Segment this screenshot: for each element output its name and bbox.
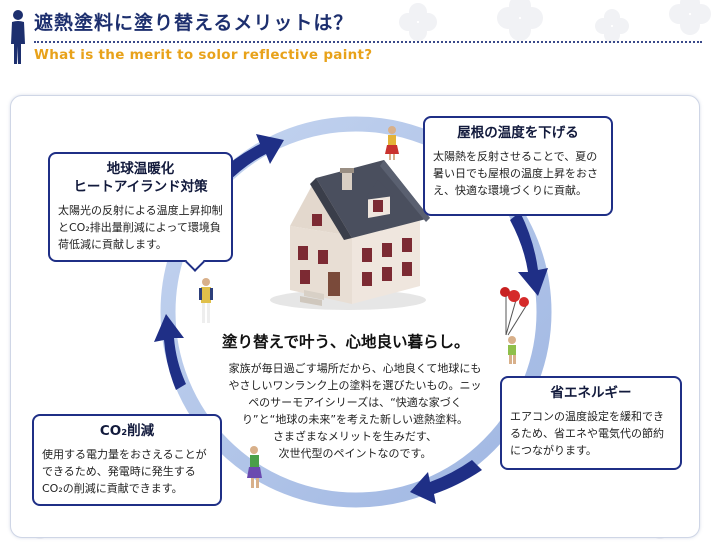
person-balloons-icon xyxy=(500,287,529,364)
house-icon xyxy=(270,160,430,310)
page-title: 遮熱塗料に塗り替えるメリットは？ xyxy=(34,12,354,34)
page-subtitle: What is the merit to solor reflective pa… xyxy=(34,47,373,63)
center-description: 家族が毎日過ごす場所だから、心地良くて地球にも やさしいワンランク上の塗料を選び… xyxy=(210,360,500,462)
center-heading: 塗り替えで叶う、心地良い暮らし。 xyxy=(222,333,470,351)
box-co2-reduction-text: 使用する電力量をおさえることができるため、発電時に発生するCO₂の削減に貢献でき… xyxy=(42,448,207,495)
box-roof-temperature-title: 屋根の温度を下げる xyxy=(457,125,579,141)
box-energy-saving-text: エアコンの温度設定を緩和できるため、省エネや電気代の節約につながります。 xyxy=(510,410,664,457)
center-line: ペのサーモアイシリーズは、“快適な家づく xyxy=(248,396,462,409)
center-line: 家族が毎日過ごす場所だから、心地良くて地球にも xyxy=(228,362,482,375)
arrow-left-icon xyxy=(154,314,186,390)
box-energy-saving-title: 省エネルギー xyxy=(550,385,632,401)
center-line: さまざまなメリットを生みだす、 xyxy=(272,430,438,443)
box-roof-temperature-text: 太陽熱を反射させることで、夏の暑い日でも屋根の温度上昇をおさえ、快適な環境づくり… xyxy=(433,150,598,197)
center-line: 次世代型のペイントなのです。 xyxy=(278,447,432,460)
header-person-icon xyxy=(11,10,25,64)
cycle-ring xyxy=(160,116,552,508)
box-global-warming: 地球温暖化 ヒートアイランド対策 太陽光の反射による温度上昇抑制とCO₂排出量削… xyxy=(48,152,233,262)
person-man-left-icon xyxy=(199,278,213,323)
box-global-warming-title-line1: 地球温暖化 xyxy=(106,161,175,177)
box-energy-saving: 省エネルギー エアコンの温度設定を緩和できるため、省エネや電気代の節約につながり… xyxy=(500,376,682,470)
arrow-bottom-icon xyxy=(410,460,482,504)
center-line: り”と“地球の未来”を考えた新しい遮熱塗料。 xyxy=(241,413,469,426)
box-co2-reduction: CO₂削減 使用する電力量をおさえることができるため、発電時に発生するCO₂の削… xyxy=(32,414,222,506)
box-co2-reduction-title: CO₂削減 xyxy=(99,423,155,439)
person-girl-top-icon xyxy=(385,126,399,160)
arrow-right-icon xyxy=(510,212,548,296)
box-global-warming-text: 太陽光の反射による温度上昇抑制とCO₂排出量削減によって環境負荷低減に貢献します… xyxy=(58,204,223,251)
box-global-warming-title-line2: ヒートアイランド対策 xyxy=(73,179,208,195)
box-global-warming-title: 地球温暖化 ヒートアイランド対策 xyxy=(58,160,223,196)
center-line: やさしいワンランク上の塗料を選びたいもの。ニッ xyxy=(228,379,482,392)
box-roof-temperature: 屋根の温度を下げる 太陽熱を反射させることで、夏の暑い日でも屋根の温度上昇をおさ… xyxy=(423,116,613,216)
person-woman-bottom-icon xyxy=(247,446,262,488)
title-divider xyxy=(34,41,702,43)
